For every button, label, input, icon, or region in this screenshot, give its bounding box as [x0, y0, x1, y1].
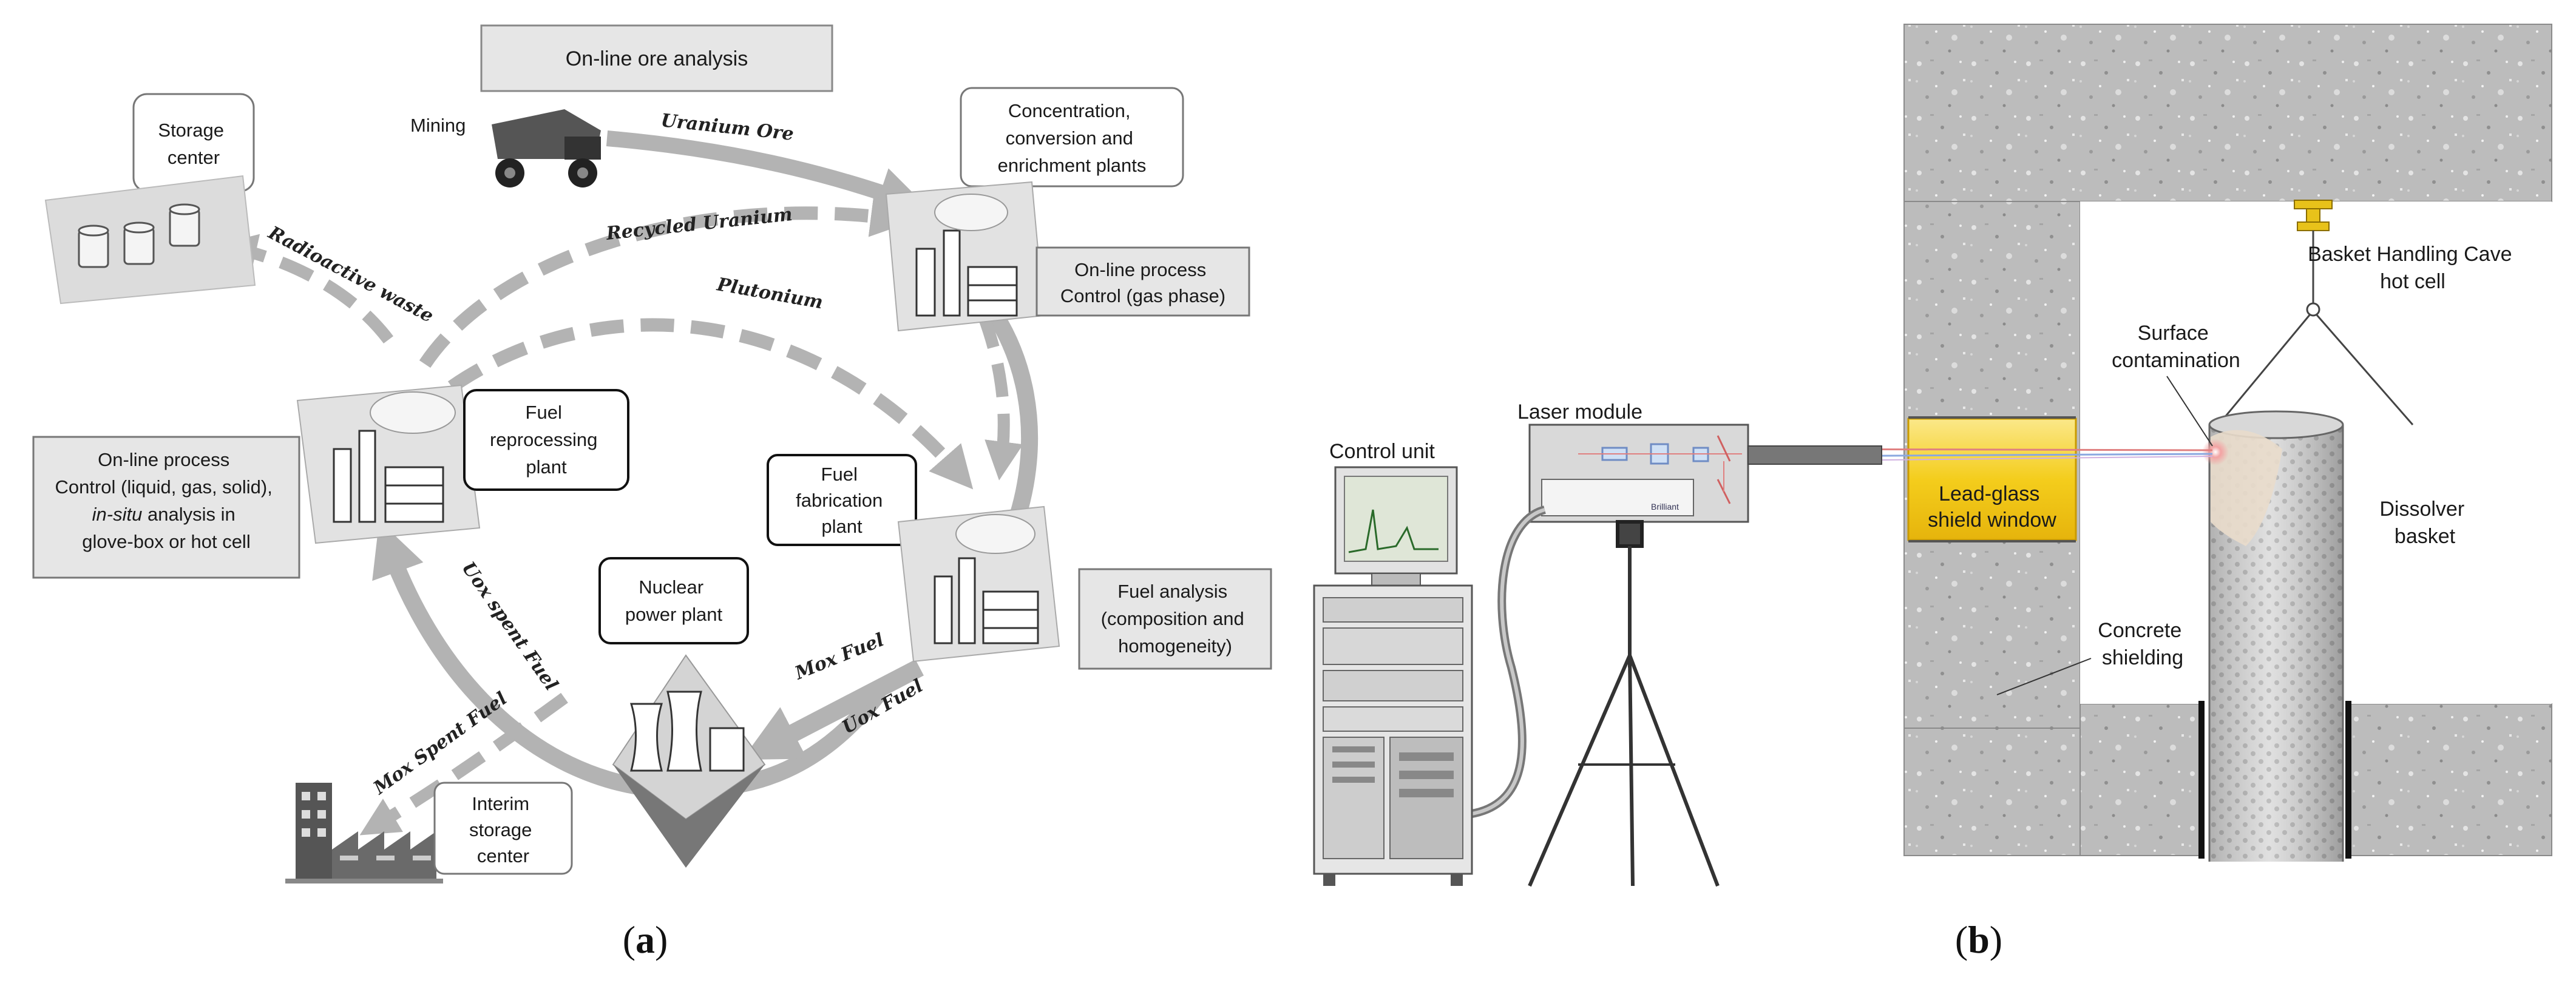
process-liquid-box: [32, 436, 300, 579]
radioactive-waste-label: Radioactive waste: [264, 222, 436, 327]
panel-a-letter: (a): [623, 918, 668, 961]
surface-contamination-leader: [2166, 376, 2213, 447]
interim-storage-building-icon: [285, 783, 443, 883]
laser-module-label: Laser module: [1517, 400, 1642, 424]
concentration-box: [960, 87, 1184, 187]
floor-slot-right: [2345, 701, 2351, 859]
fuel-analysis-box: [1078, 568, 1272, 670]
enrichment-plant-icon: [885, 181, 1045, 332]
control-unit-icon: [1313, 466, 1473, 886]
dissolver-basket-label: Dissolver basket: [2379, 498, 2470, 548]
recycled-uranium-label: Recycled Uranium: [605, 204, 793, 245]
reprocessing-box: [463, 389, 629, 491]
surface-contamination-label: Surface contamination: [2112, 322, 2240, 372]
process-gas-box: [1035, 246, 1250, 317]
control-unit-label: Control unit: [1329, 440, 1435, 463]
process-liquid-label: On-line process Control (liquid, gas, so…: [55, 449, 277, 552]
mining-label: Mining: [410, 115, 466, 136]
concrete-shielding-label: Concrete shielding: [2098, 619, 2187, 669]
floor-slot-left: [2198, 701, 2205, 859]
fuel-analysis-label: Fuel analysis (composition and homogenei…: [1101, 581, 1250, 657]
basket-hook-icon: [2217, 200, 2414, 425]
interim-storage-label: Interim storage center: [469, 793, 537, 866]
dissolver-basket-icon: [2208, 410, 2344, 862]
reprocessing-label: Fuel reprocessing plant: [490, 402, 603, 478]
concentration-label: Concentration, conversion and enrichment…: [998, 100, 1147, 176]
lead-glass-label: Lead-glass shield window: [1928, 482, 2056, 532]
ore-analysis-box: [480, 24, 833, 92]
fabrication-label: Fuel fabrication plant: [796, 464, 888, 537]
laser-module-icon: Brilliant: [1528, 424, 1882, 523]
concrete-shielding-leader: [1996, 658, 2092, 695]
tripod-icon: [1528, 520, 1720, 887]
fiber-cable-highlight: [1468, 508, 1545, 816]
nuclear-plant-box: [598, 557, 749, 644]
laser-brand-label: Brilliant: [1651, 502, 1679, 512]
fabrication-box: [767, 454, 917, 546]
panel-b-laser-setup-diagram: Lead-glass shield window: [1313, 24, 2552, 961]
panel-a-fuel-cycle-diagram: On-line ore analysis Mining Uranium Ore …: [32, 24, 1272, 961]
fabrication-plant-icon: [897, 505, 1060, 663]
mox-fuel-label: Mox Fuel: [791, 629, 887, 684]
laser-impact-spot: [2202, 439, 2229, 465]
nuclear-plant-icon: [612, 654, 766, 868]
nuclear-plant-label: Nuclear power plant: [625, 576, 723, 625]
reprocessing-plant-icon: [296, 384, 481, 544]
panel-b-letter: (b): [1955, 918, 2002, 961]
plutonium-label: Plutonium: [715, 274, 825, 313]
storage-barrels-icon: [44, 175, 256, 305]
interim-storage-box: [433, 782, 573, 875]
uox-spent-fuel-label: Uox spent Fuel: [457, 558, 561, 695]
ore-analysis-label: On-line ore analysis: [566, 47, 748, 70]
cycle-arrows-dashed: [217, 194, 1023, 836]
process-gas-label: On-line process Control (gas phase): [1060, 259, 1225, 306]
mining-truck-icon: [492, 109, 601, 187]
basket-handling-label: Basket Handling Cave hot cell: [2308, 243, 2518, 293]
storage-center-label: Storage center: [158, 120, 229, 168]
